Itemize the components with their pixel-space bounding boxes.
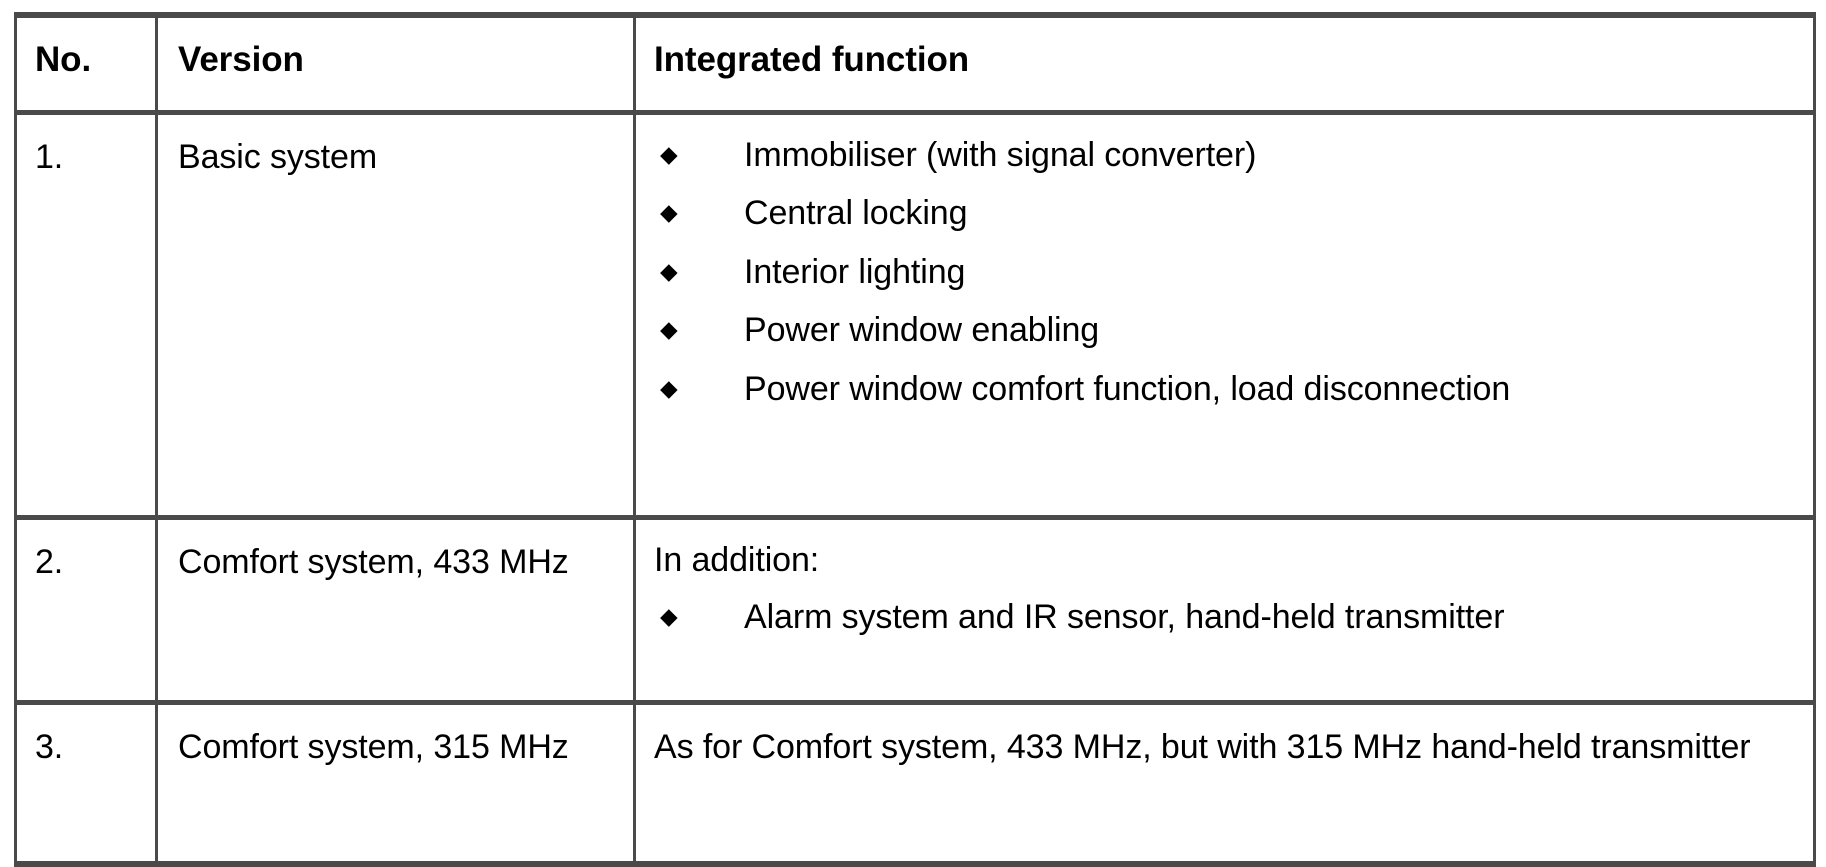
row-number-value: 3.	[35, 728, 64, 766]
table-row: 2. Comfort system, 433 MHz In addition: …	[14, 517, 1816, 705]
list-item: ◆ Power window enabling	[654, 310, 1797, 351]
integrated-function-table: No. Version Integrated function	[14, 12, 1816, 867]
column-header-integrated-function-label: Integrated function	[654, 40, 970, 79]
row-number-value: 1.	[35, 138, 64, 176]
column-header-no-label: No.	[35, 40, 92, 79]
column-header-version: Version	[155, 12, 636, 115]
row-version-cell: Basic system	[155, 112, 636, 520]
list-item-label: Power window comfort function, load disc…	[744, 369, 1511, 408]
list-item: ◆ Alarm system and IR sensor, hand-held …	[654, 597, 1797, 638]
list-item: ◆ Central locking	[654, 193, 1797, 234]
diamond-bullet-icon: ◆	[660, 316, 678, 343]
list-item: ◆ Immobiliser (with signal converter)	[654, 135, 1797, 176]
row-version-cell: Comfort system, 315 MHz	[155, 702, 636, 867]
row-version-value: Comfort system, 315 MHz	[178, 728, 569, 766]
diamond-bullet-icon: ◆	[660, 141, 678, 167]
diamond-bullet-icon: ◆	[660, 603, 678, 630]
function-bullet-list: ◆ Immobiliser (with signal converter) ◆ …	[654, 135, 1797, 410]
list-item-label: Interior lighting	[744, 252, 966, 291]
diamond-bullet-icon: ◆	[660, 199, 678, 226]
column-header-integrated-function: Integrated function	[633, 12, 1816, 115]
row-number-cell: 2.	[14, 517, 158, 705]
row-version-cell: Comfort system, 433 MHz	[155, 517, 636, 705]
row-number-cell: 1.	[14, 112, 158, 520]
column-header-no: No.	[14, 12, 158, 115]
table-body: 1. Basic system ◆ Immobiliser (with sign…	[14, 112, 1816, 867]
function-lead-text: In addition:	[654, 541, 820, 579]
row-function-cell: ◆ Immobiliser (with signal converter) ◆ …	[633, 112, 1816, 520]
list-item-label: Immobiliser (with signal converter)	[744, 136, 1257, 174]
list-item: ◆ Interior lighting	[654, 252, 1797, 293]
row-number-value: 2.	[35, 543, 64, 581]
row-version-value: Basic system	[178, 138, 378, 176]
row-number-cell: 3.	[14, 702, 158, 867]
function-bullet-list: ◆ Alarm system and IR sensor, hand-held …	[654, 597, 1797, 638]
row-function-cell: As for Comfort system, 433 MHz, but with…	[633, 702, 1816, 867]
diamond-bullet-icon: ◆	[660, 374, 678, 401]
list-item-label: Central locking	[744, 194, 968, 233]
table-header: No. Version Integrated function	[14, 12, 1816, 115]
diamond-bullet-icon: ◆	[660, 257, 678, 284]
column-header-version-label: Version	[178, 40, 304, 79]
table-header-row: No. Version Integrated function	[14, 12, 1816, 115]
row-version-value: Comfort system, 433 MHz	[178, 543, 569, 581]
list-item-label: Alarm system and IR sensor, hand-held tr…	[744, 598, 1505, 637]
list-item: ◆ Power window comfort function, load di…	[654, 369, 1797, 410]
table-row: 3. Comfort system, 315 MHz As for Comfor…	[14, 702, 1816, 867]
row-function-cell: In addition: ◆ Alarm system and IR senso…	[633, 517, 1816, 705]
function-paragraph: As for Comfort system, 433 MHz, but with…	[654, 728, 1751, 766]
list-item-label: Power window enabling	[744, 311, 1100, 350]
table-row: 1. Basic system ◆ Immobiliser (with sign…	[14, 112, 1816, 520]
